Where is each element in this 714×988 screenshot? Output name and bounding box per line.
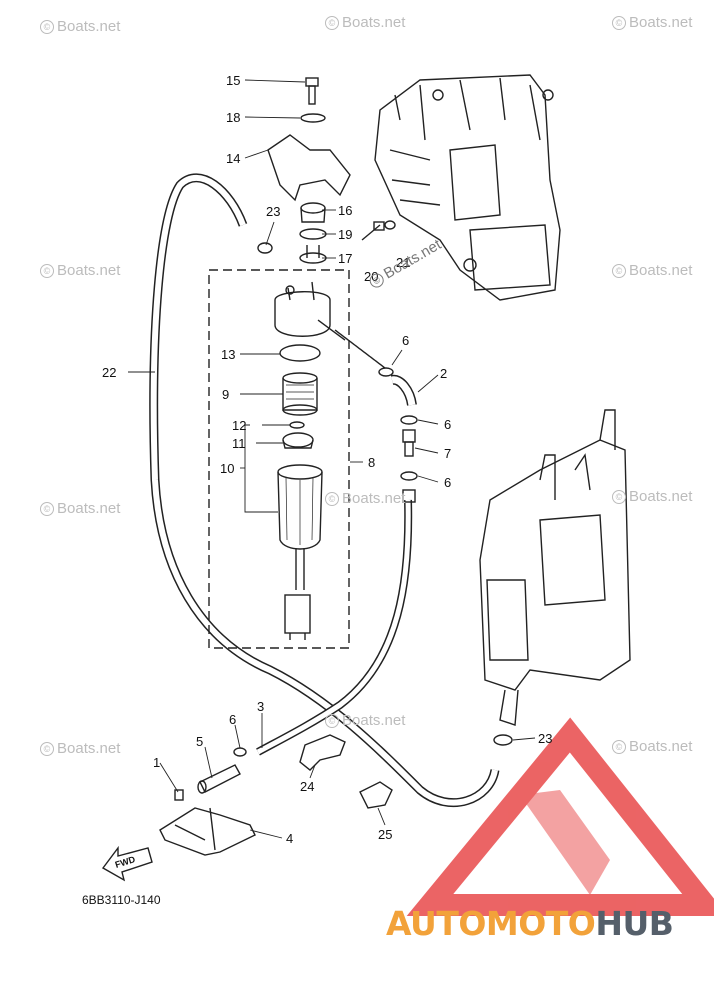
watermark: ©Boats.net: [40, 740, 120, 757]
callout-23-top: 23: [266, 204, 281, 219]
watermark: ©Boats.net: [40, 18, 120, 35]
callout-8: 8: [368, 455, 376, 470]
callout-1: 1: [153, 755, 161, 770]
callout-10: 10: [220, 461, 235, 476]
clamp-6c: [400, 471, 418, 481]
callout-17: 17: [338, 251, 353, 266]
float-11: [282, 432, 314, 449]
brand-part-2: HUB: [595, 904, 674, 943]
engine-block-bottom: [479, 409, 631, 726]
joint-7: [402, 429, 416, 457]
clamp-6a: [378, 367, 394, 377]
holder-25: [359, 781, 393, 809]
callout-15: 15: [226, 73, 241, 88]
callout-21: 21: [396, 255, 411, 270]
callout-9: 9: [222, 387, 230, 402]
bolt-20: [361, 221, 385, 241]
callout-16: 16: [338, 203, 353, 218]
callout-5: 5: [196, 734, 204, 749]
engine-block-top: [374, 74, 561, 301]
part-17: [299, 245, 327, 264]
bolt-1: [174, 789, 184, 801]
filter-element-9: [282, 372, 318, 416]
callout-19: 19: [338, 227, 353, 242]
callout-6-d: 6: [229, 712, 237, 727]
brand-wordmark: AUTOMOTOHUB: [386, 904, 674, 943]
bracket-14: [267, 134, 351, 202]
callout-13: 13: [221, 347, 236, 362]
callout-11: 11: [232, 436, 246, 451]
watermark: ©Boats.net: [612, 488, 692, 505]
filter-head: [274, 281, 346, 341]
washer-21: [384, 220, 396, 230]
callout-6-c: 6: [444, 475, 452, 490]
washer-18: [300, 113, 326, 123]
watermark: ©Boats.net: [325, 490, 405, 507]
brand-logo-icon: [406, 717, 714, 916]
watermark: ©Boats.net: [325, 712, 405, 729]
callout-4: 4: [286, 831, 294, 846]
clamp-6d: [233, 747, 247, 757]
watermark: ©Boats.net: [612, 738, 692, 755]
callout-6-a: 6: [402, 333, 410, 348]
callout-25: 25: [378, 827, 393, 842]
holder-24: [299, 734, 346, 771]
filter-cup-10: [277, 464, 323, 640]
callout-23-bottom: 23: [538, 731, 553, 746]
watermark: ©Boats.net: [40, 262, 120, 279]
part-12: [289, 421, 305, 429]
callout-24: 24: [300, 779, 315, 794]
fwd-arrow-icon: [101, 845, 153, 882]
grommet-16: [300, 202, 326, 223]
callout-3: 3: [257, 699, 265, 714]
bolt-15: [305, 77, 319, 105]
watermark: ©Boats.net: [40, 500, 120, 517]
joint-5: [197, 764, 241, 794]
brand-part-1: AUTOMOTO: [386, 904, 596, 943]
clamp-23a: [257, 242, 273, 254]
callout-12: 12: [232, 418, 247, 433]
callout-20: 20: [364, 269, 379, 284]
watermark: ©Boats.net: [612, 14, 692, 31]
cover-4: [159, 807, 256, 856]
callout-7: 7: [444, 446, 452, 461]
diagram-code: 6BB3110-J140: [82, 893, 161, 907]
callout-14: 14: [226, 151, 241, 166]
watermark: ©Boats.net: [612, 262, 692, 279]
watermark: ©Boats.net: [325, 14, 405, 31]
callout-2: 2: [440, 366, 448, 381]
callout-22: 22: [102, 365, 117, 380]
clamp-6b: [400, 415, 418, 425]
o-ring-13: [279, 344, 321, 362]
callout-6-b: 6: [444, 417, 452, 432]
callout-18: 18: [226, 110, 241, 125]
clamp-23b: [493, 734, 513, 746]
assembly-8-box: [208, 269, 350, 649]
